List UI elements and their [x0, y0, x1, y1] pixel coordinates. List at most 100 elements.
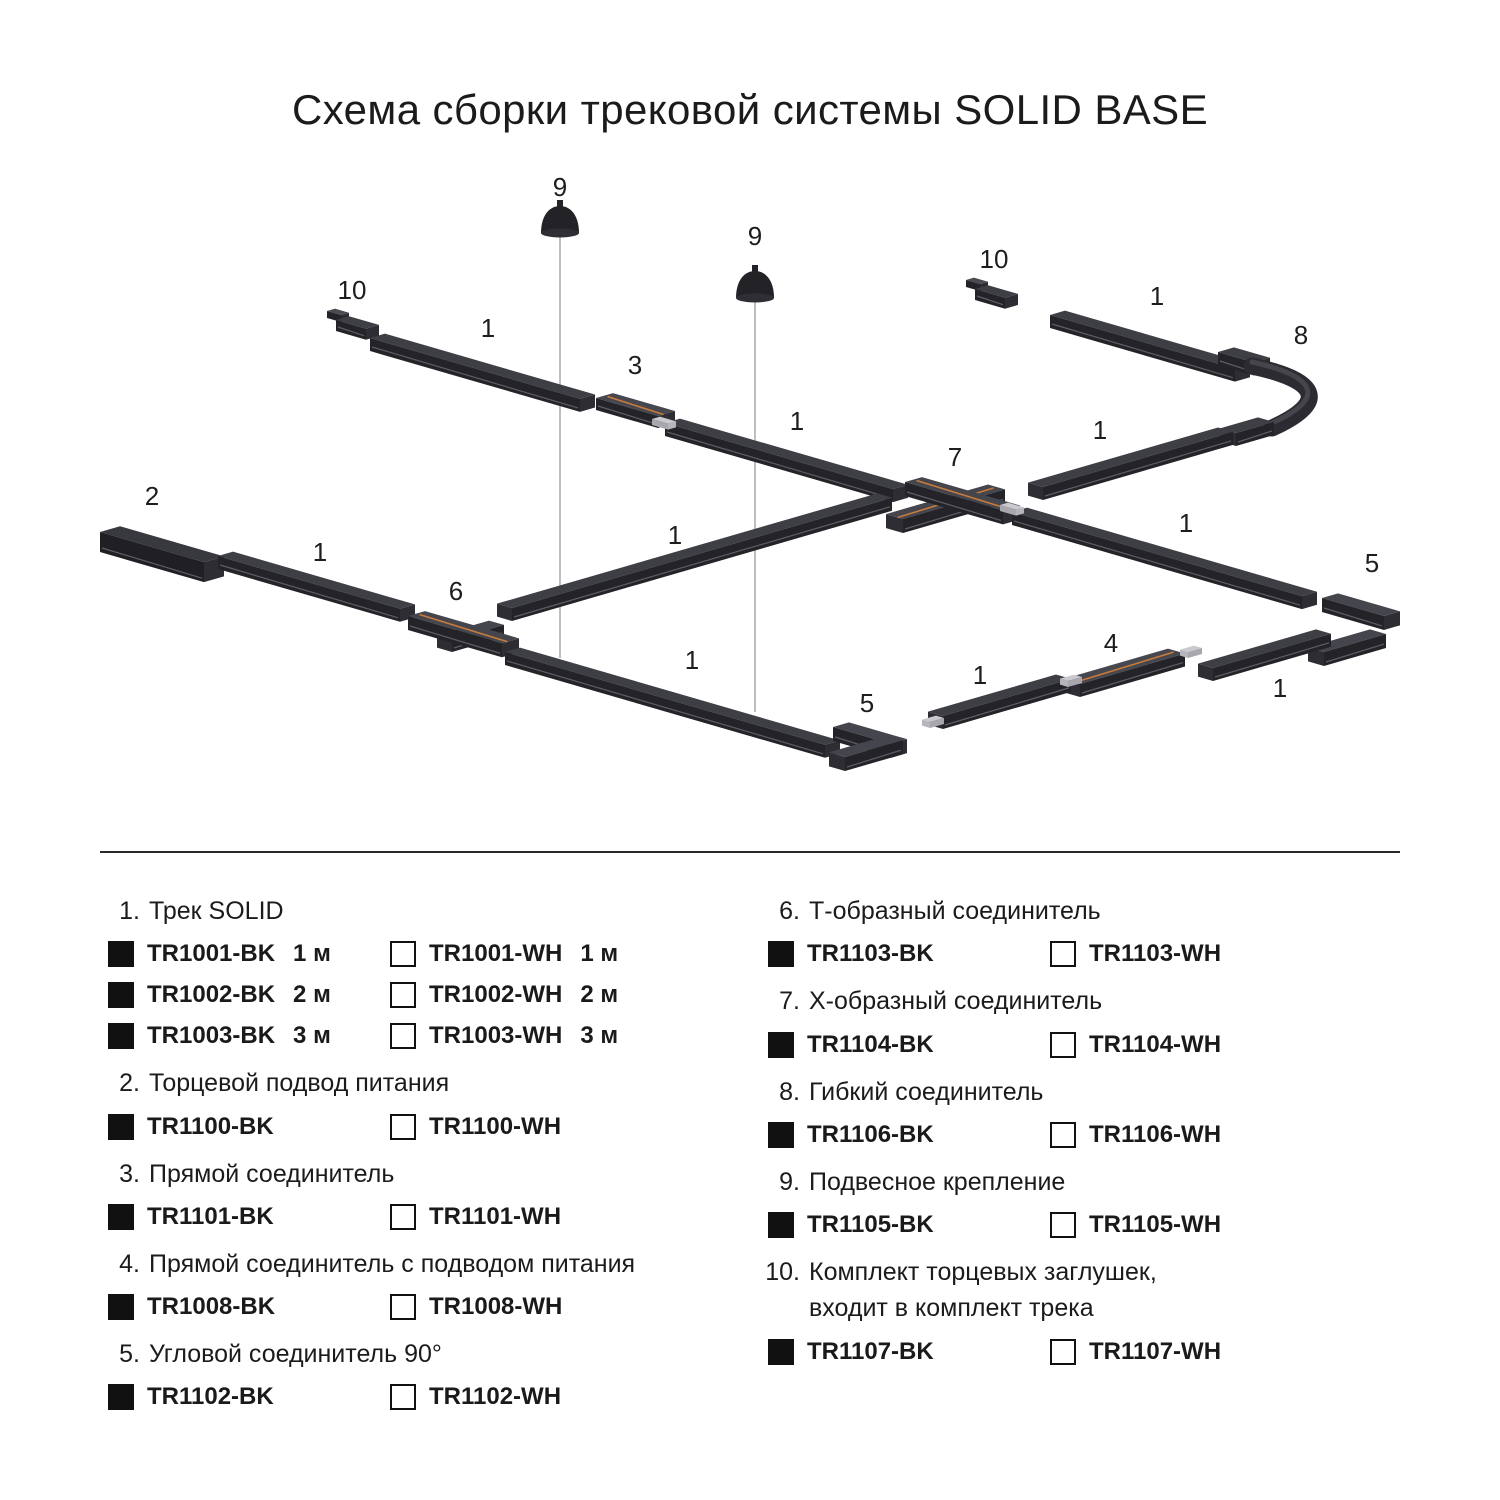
- track-segment: [218, 551, 415, 622]
- part-number: 9.: [779, 1167, 800, 1196]
- part-section-title: 4.Прямой соединитель с подводом питания: [100, 1249, 750, 1278]
- color-swatch-black: [768, 1338, 794, 1365]
- part-code: TR1008-BK: [147, 1293, 276, 1320]
- part-code: TR1002-BK: [147, 981, 276, 1009]
- part-code: TR1003-BK: [147, 1022, 276, 1050]
- diagram-label: 1: [1273, 673, 1287, 703]
- part-variant-black: TR1105-BK: [768, 1211, 1050, 1239]
- part-code: TR1100-WH: [429, 1112, 562, 1140]
- diagram-label: 3: [628, 350, 642, 380]
- color-swatch-white: [1050, 1338, 1076, 1365]
- diagram-label: 6: [449, 576, 463, 606]
- part-section-title: 3.Прямой соединитель: [100, 1159, 750, 1188]
- variant-row: TR1101-BK TR1101-WH: [100, 1203, 750, 1231]
- part-code: TR1001-BK: [147, 940, 276, 968]
- diagram-label: 1: [973, 660, 987, 690]
- part-number: 8.: [779, 1077, 800, 1106]
- part-code: TR1102-WH: [429, 1383, 562, 1411]
- part-code: TR1104-WH: [1089, 1030, 1222, 1058]
- part-code: TR1105-WH: [1089, 1211, 1222, 1238]
- part-number: 5.: [119, 1340, 140, 1368]
- part-code: TR1103-WH: [1089, 940, 1222, 968]
- part-section-title: 9.Подвесное крепление: [760, 1167, 1410, 1196]
- part-variant-black: TR1104-BK: [768, 1031, 1050, 1059]
- part-section-title: 1.Трек SOLID: [100, 897, 750, 925]
- part-title-text: Т-образный соединитель: [809, 897, 1101, 925]
- end-cap: [327, 308, 379, 340]
- part-section-title: 6.Т-образный соединитель: [760, 897, 1410, 925]
- diagram-label: 2: [145, 481, 159, 511]
- divider: [100, 851, 1400, 853]
- diagram-label: 1: [481, 313, 495, 343]
- part-code: TR1001-WH: [429, 940, 563, 968]
- part-number: 3.: [119, 1159, 140, 1188]
- pendant-mount: [736, 265, 774, 303]
- part-variant-white: TR1106-WH: [1050, 1121, 1332, 1149]
- corner-connector: [829, 722, 907, 771]
- part-variant-white: TR1105-WH: [1050, 1211, 1332, 1239]
- part-code: TR1107-BK: [807, 1337, 934, 1365]
- pendant-mount: [541, 200, 579, 238]
- connector-tabs: [652, 416, 1202, 728]
- part-code: TR1101-WH: [429, 1202, 562, 1230]
- part-size: 3 м: [580, 1022, 619, 1050]
- part-code: TR1104-BK: [807, 1030, 934, 1058]
- variant-row: TR1104-BK TR1104-WH: [760, 1031, 1410, 1059]
- track-segment: [1050, 310, 1250, 382]
- color-swatch-black: [108, 1113, 134, 1140]
- part-code: TR1106-BK: [807, 1120, 934, 1148]
- part-number: 7.: [779, 987, 800, 1016]
- part-variant-black: TR1102-BK: [108, 1383, 390, 1411]
- part-code: TR1106-WH: [1089, 1120, 1222, 1148]
- part-title-text: Прямой соединитель с подводом питания: [149, 1249, 636, 1278]
- variant-row: TR1106-BK TR1106-WH: [760, 1121, 1410, 1149]
- color-swatch-white: [390, 1203, 416, 1230]
- variant-row: TR1008-BK TR1008-WH: [100, 1293, 750, 1321]
- part-variant-white: TR1104-WH: [1050, 1031, 1332, 1059]
- part-number: 2.: [119, 1069, 140, 1098]
- part-title-text: Х-образный соединитель: [809, 987, 1103, 1016]
- corner-connector: [1308, 593, 1400, 666]
- color-swatch-black: [108, 1023, 134, 1050]
- diagram-label: 1: [668, 520, 682, 550]
- part-code: TR1008-WH: [429, 1293, 563, 1320]
- diagram-label: 9: [748, 221, 762, 251]
- part-number: 1.: [119, 897, 140, 925]
- diagram-label: 1: [313, 537, 327, 567]
- parts-section: 10.Комплект торцевых заглушек,входит в к…: [760, 1259, 1410, 1366]
- pendant-wires: [559, 236, 756, 712]
- part-variant-black: TR1107-BK: [768, 1338, 1050, 1366]
- color-swatch-black: [108, 982, 134, 1009]
- color-swatch-white: [390, 1023, 416, 1050]
- power-connector: [1063, 648, 1185, 697]
- part-section-title: 5.Угловой соединитель 90°: [100, 1340, 750, 1368]
- color-swatch-black: [768, 1031, 794, 1058]
- variant-row: TR1102-BK TR1102-WH: [100, 1383, 750, 1411]
- color-swatch-black: [108, 1384, 134, 1411]
- part-size: 2 м: [580, 981, 619, 1009]
- part-code: TR1002-WH: [429, 981, 563, 1009]
- diagram-label: 1: [1179, 508, 1193, 538]
- x-connector: [886, 477, 1020, 533]
- part-number: 10.: [765, 1258, 800, 1286]
- part-code: TR1103-BK: [807, 940, 934, 968]
- track-segment: [497, 493, 892, 621]
- part-variant-black: TR1106-BK: [768, 1121, 1050, 1149]
- part-code: TR1101-BK: [147, 1202, 274, 1230]
- part-section-title: 7. Х-образный соединитель: [760, 987, 1410, 1016]
- part-code: TR1102-BK: [147, 1383, 274, 1411]
- part-section-title: 8.Гибкий соединитель: [760, 1077, 1410, 1106]
- end-cap: [966, 277, 1018, 309]
- part-variant-white: TR1103-WH: [1050, 940, 1332, 968]
